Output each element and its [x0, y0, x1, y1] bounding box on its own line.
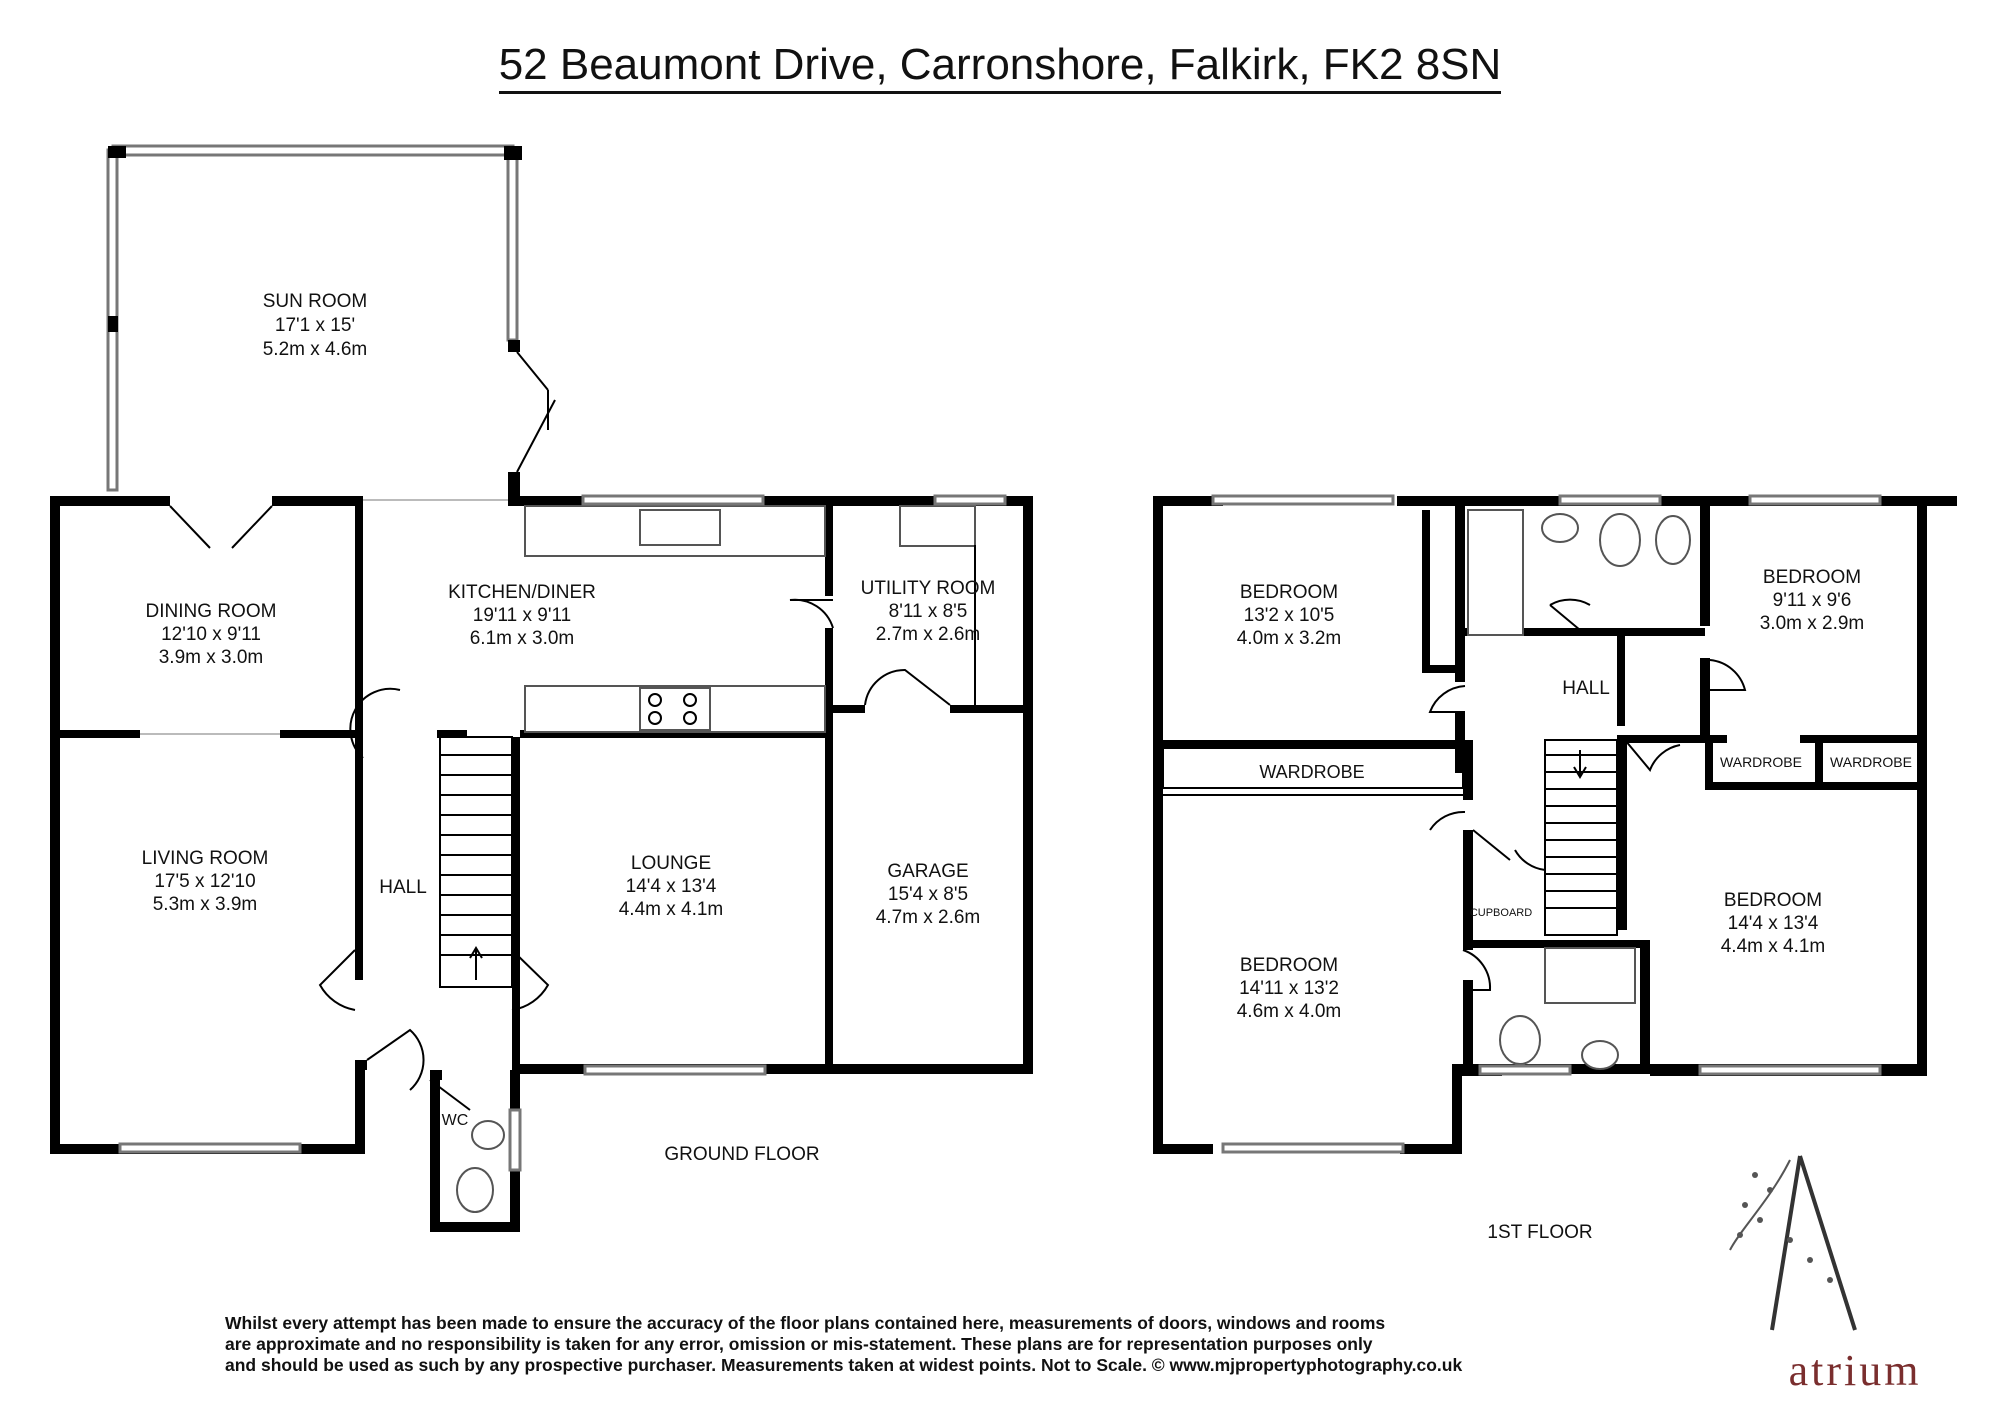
cupboard-label: CUPBOARD: [1470, 907, 1532, 919]
room-hall-ground-name: HALL: [379, 877, 427, 898]
hob: [639, 687, 711, 731]
disclaimer: Whilst every attempt has been made to en…: [225, 1313, 1605, 1376]
sunroom-window-right: [506, 148, 519, 342]
atrium-logo: [1729, 1155, 1857, 1331]
room-garage-imperial: 15'4 x 8'5: [888, 884, 968, 905]
room-kitchen-name: KITCHEN/DINER: [448, 582, 596, 603]
room-bedroom4-imperial: 14'4 x 13'4: [1728, 913, 1819, 934]
room-bedroom2-name: BEDROOM: [1763, 567, 1861, 588]
room-utility-metric: 2.7m x 2.6m: [876, 624, 981, 645]
disclaimer-line: Whilst every attempt has been made to en…: [225, 1313, 1386, 1333]
first-floor-label: 1ST FLOOR: [1487, 1222, 1592, 1243]
room-wc-name: WC: [442, 1112, 469, 1129]
ground-floor-plan: [50, 144, 1033, 1232]
wardrobe-label-2: WARDROBE: [1720, 754, 1802, 770]
bath: [1467, 509, 1524, 636]
utility-sink: [899, 505, 976, 547]
room-dining-metric: 3.9m x 3.0m: [159, 647, 264, 668]
room-dining-name: DINING ROOM: [146, 601, 277, 622]
room-dining-imperial: 12'10 x 9'11: [161, 624, 261, 645]
room-bedroom3-name: BEDROOM: [1240, 955, 1338, 976]
room-labels: SUN ROOM 17'1 x 15' 5.2m x 4.6m DINING R…: [142, 291, 1912, 1243]
first-stairs: [1544, 739, 1618, 936]
first-floor-plan: [1153, 494, 1957, 1154]
page-title: 52 Beaumont Drive, Carronshore, Falkirk,…: [0, 40, 2000, 94]
room-living-imperial: 17'5 x 12'10: [154, 871, 255, 892]
room-utility-imperial: 8'11 x 8'5: [889, 601, 968, 622]
disclaimer-line: and should be used as such by any prospe…: [225, 1355, 1463, 1375]
room-bedroom4-metric: 4.4m x 4.1m: [1721, 936, 1826, 957]
room-lounge-imperial: 14'4 x 13'4: [626, 876, 717, 897]
room-living-metric: 5.3m x 3.9m: [153, 894, 258, 915]
ground-floor-label: GROUND FLOOR: [664, 1144, 819, 1165]
room-sun-room-imperial: 17'1 x 15': [275, 315, 355, 336]
brand-name: atrium: [1788, 1346, 1922, 1395]
sunroom-door: [516, 351, 556, 473]
room-hall-first-name: HALL: [1562, 678, 1610, 699]
room-bedroom1-name: BEDROOM: [1240, 582, 1338, 603]
room-utility-name: UTILITY ROOM: [861, 578, 996, 599]
room-lounge-metric: 4.4m x 4.1m: [619, 899, 724, 920]
kitchen-sink: [639, 509, 721, 546]
room-kitchen-metric: 6.1m x 3.0m: [470, 628, 575, 649]
room-sun-room-name: SUN ROOM: [263, 291, 368, 312]
room-sun-room-metric: 5.2m x 4.6m: [263, 339, 368, 360]
room-bedroom2-imperial: 9'11 x 9'6: [1773, 590, 1852, 611]
wardrobe-label-3: WARDROBE: [1830, 754, 1912, 770]
room-kitchen-imperial: 19'11 x 9'11: [473, 605, 571, 626]
room-bedroom3-imperial: 14'11 x 13'2: [1239, 978, 1339, 999]
room-bedroom1-metric: 4.0m x 3.2m: [1237, 628, 1342, 649]
shower: [1544, 947, 1636, 1004]
room-garage-metric: 4.7m x 2.6m: [876, 907, 981, 928]
room-bedroom1-imperial: 13'2 x 10'5: [1244, 605, 1335, 626]
room-bedroom2-metric: 3.0m x 2.9m: [1760, 613, 1865, 634]
wardrobe-label-1: WARDROBE: [1259, 762, 1364, 782]
room-living-name: LIVING ROOM: [142, 848, 269, 869]
room-bedroom3-metric: 4.6m x 4.0m: [1237, 1001, 1342, 1022]
room-bedroom4-name: BEDROOM: [1724, 890, 1822, 911]
sunroom-window-top: [111, 144, 515, 157]
room-garage-name: GARAGE: [887, 861, 968, 882]
dining-door: [169, 505, 273, 549]
disclaimer-line: are approximate and no responsibility is…: [225, 1334, 1373, 1354]
ground-stairs: [439, 736, 513, 988]
room-lounge-name: LOUNGE: [631, 853, 711, 874]
